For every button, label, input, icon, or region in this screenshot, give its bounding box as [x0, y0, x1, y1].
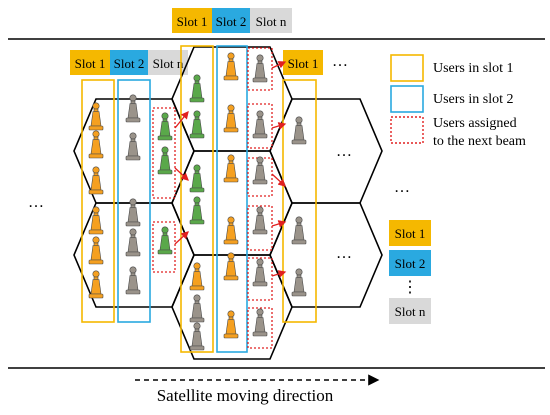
top-slot-2-label: Slot 2	[216, 14, 247, 29]
left-slot-1-box	[70, 50, 110, 75]
next-beam-box	[247, 205, 273, 251]
right-slot-stack: Slot 1 Slot 2 ⋮ Slot n	[389, 220, 431, 324]
chess-pawn-icon	[252, 54, 268, 83]
slot1-column-right	[282, 79, 317, 323]
beam-ellipsis-2: …	[336, 245, 352, 262]
stack-slot-2-label: Slot 2	[395, 256, 426, 271]
chess-pawn-icon	[223, 154, 239, 183]
left-slot-2-label: Slot 2	[114, 56, 145, 71]
chess-pawn-icon	[125, 266, 141, 295]
red-arrow-icon	[271, 61, 287, 69]
top-slot-n-box	[250, 8, 292, 33]
legend-next-beam-swatch	[390, 116, 424, 144]
stack-slot-n-label: Slot n	[395, 304, 426, 319]
left-slot-n-label: Slot n	[153, 56, 184, 71]
stack-vertical-ellipsis: ⋮	[402, 279, 418, 296]
next-beam-box	[247, 47, 273, 91]
stack-slot-1-box	[389, 220, 431, 246]
users	[88, 52, 307, 351]
chess-pawn-icon	[291, 216, 307, 245]
right-slot-1-label: Slot 1	[288, 56, 319, 71]
red-arrow-icon	[271, 173, 286, 187]
stack-slot-n-box	[389, 298, 431, 324]
top-slot-n-label: Slot n	[256, 14, 287, 29]
chess-pawn-icon	[189, 74, 205, 103]
hex-beam-right-bottom	[269, 202, 383, 308]
chess-pawn-icon	[189, 110, 205, 139]
chess-pawn-icon	[88, 206, 104, 235]
chess-pawn-icon	[125, 228, 141, 257]
top-slot-strip: Slot 1 Slot 2 Slot n	[172, 8, 292, 33]
right-ellipsis: …	[394, 179, 410, 196]
legend-slot1-swatch	[390, 54, 424, 82]
beam-ellipsis-1: …	[336, 143, 352, 160]
top-slot-2-box	[212, 8, 250, 33]
chess-pawn-icon	[88, 270, 104, 299]
chess-pawn-icon	[223, 52, 239, 81]
next-beam-box	[247, 307, 273, 349]
chess-pawn-icon	[189, 322, 205, 351]
chess-pawn-icon	[291, 268, 307, 297]
next-beam-box	[247, 257, 273, 301]
legend-slot2-swatch	[390, 85, 424, 113]
chess-pawn-icon	[223, 310, 239, 339]
stack-slot-2-box	[389, 250, 431, 276]
legend: Users in slot 1 Users in slot 2 Users as…	[390, 54, 526, 149]
chess-pawn-icon	[157, 226, 173, 255]
top-slot-1-box	[172, 8, 212, 33]
legend-slot1-text: Users in slot 1	[433, 61, 514, 76]
red-arrow-icon	[271, 220, 287, 228]
red-arrow-icon	[271, 270, 287, 278]
left-ellipsis: …	[28, 194, 44, 211]
red-arrow-icon	[271, 122, 287, 130]
red-arrow-icon	[174, 231, 189, 245]
chess-pawn-icon	[252, 156, 268, 185]
slot2-column-mid	[216, 45, 248, 353]
stack-slot-1-label: Slot 1	[395, 226, 426, 241]
chess-pawn-icon	[125, 132, 141, 161]
left-slot-strip: Slot 1 Slot 2 Slot n	[70, 50, 188, 75]
chess-pawn-icon	[88, 130, 104, 159]
direction-label: Satellite moving direction	[157, 386, 334, 405]
chess-pawn-icon	[157, 112, 173, 141]
chess-pawn-icon	[223, 104, 239, 133]
slot1-column-left	[81, 79, 115, 323]
left-slot-1-label: Slot 1	[75, 56, 106, 71]
next-beam-markers	[152, 47, 287, 349]
chess-pawn-icon	[252, 308, 268, 337]
chess-pawn-icon	[223, 252, 239, 281]
chess-pawn-icon	[223, 216, 239, 245]
red-arrow-icon	[174, 167, 189, 181]
legend-next-beam-text-2: to the next beam	[433, 134, 526, 149]
legend-next-beam-text-1: Users assigned	[433, 116, 517, 131]
left-slot-2-box	[110, 50, 148, 75]
chess-pawn-icon	[189, 262, 205, 291]
chess-pawn-icon	[189, 294, 205, 323]
beam-hexagons	[73, 46, 383, 360]
chess-pawn-icon	[88, 102, 104, 131]
chess-pawn-icon	[157, 146, 173, 175]
chess-pawn-icon	[88, 166, 104, 195]
red-arrow-icon	[174, 110, 189, 129]
chess-pawn-icon	[189, 196, 205, 225]
chess-pawn-icon	[252, 258, 268, 287]
chess-pawn-icon	[252, 206, 268, 235]
legend-slot2-text: Users in slot 2	[433, 92, 514, 107]
slot2-column-left	[117, 79, 151, 323]
right-slot-1-box	[283, 50, 323, 75]
chess-pawn-icon	[88, 236, 104, 265]
chess-pawn-icon	[252, 110, 268, 139]
chess-pawn-icon	[189, 164, 205, 193]
next-beam-box	[247, 103, 273, 149]
top-right-ellipsis: …	[332, 53, 348, 70]
chess-pawn-icon	[125, 198, 141, 227]
slot1-column-mid	[180, 45, 214, 353]
top-slot-1-label: Slot 1	[177, 14, 208, 29]
hex-beam-right-top	[269, 98, 383, 204]
chess-pawn-icon	[125, 94, 141, 123]
chess-pawn-icon	[291, 116, 307, 145]
